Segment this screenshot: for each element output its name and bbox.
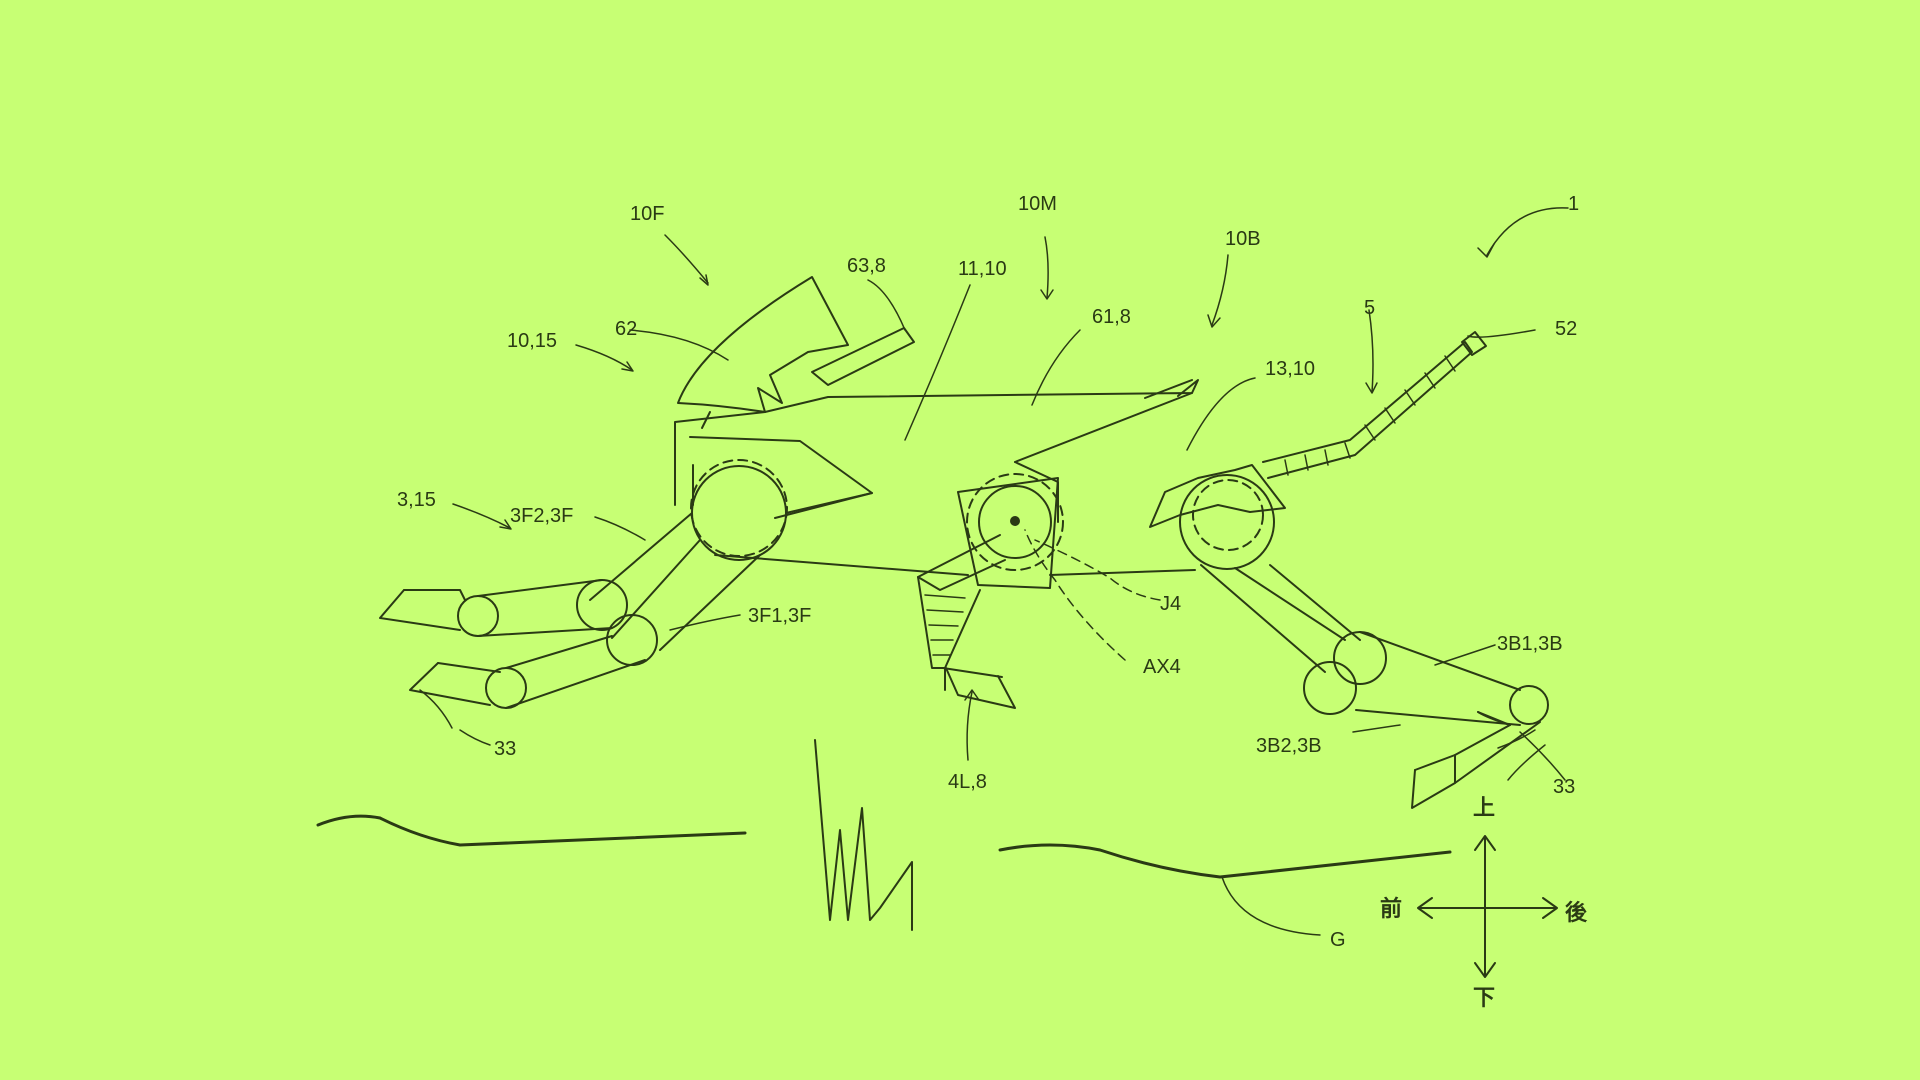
label-62: 62 [615, 318, 637, 340]
rear-body [1149, 464, 1286, 570]
label-3-15: 3,15 [397, 489, 436, 511]
headlight-arm [811, 327, 915, 386]
direction-up-label: 上 [1473, 796, 1495, 821]
direction-indicator [1417, 835, 1558, 978]
center-drive-unit [917, 473, 1064, 591]
label-10B: 10B [1225, 228, 1261, 250]
label-33-front: 33 [494, 738, 516, 760]
direction-front-label: 前 [1380, 896, 1402, 922]
label-10-15: 10,15 [507, 330, 557, 352]
label-10F: 10F [630, 203, 664, 225]
label-61-8: 61,8 [1092, 306, 1131, 328]
label-13-10: 13,10 [1265, 358, 1315, 380]
label-5: 5 [1364, 297, 1375, 319]
label-AX4: AX4 [1143, 656, 1181, 678]
front-cowl [677, 276, 849, 429]
direction-labels: 上 下 前 後 [1380, 796, 1588, 1011]
direction-rear-label: 後 [1565, 900, 1588, 926]
center-leg [917, 576, 1016, 709]
tail-arm [1262, 331, 1487, 479]
main-frame [674, 379, 1199, 576]
axle-point-icon [1010, 516, 1020, 526]
label-G: G [1330, 929, 1346, 951]
label-3B2-3B: 3B2,3B [1256, 735, 1322, 757]
ground-terrain [316, 739, 1452, 931]
label-10M: 10M [1018, 193, 1057, 215]
label-11-10: 11,10 [958, 258, 1007, 280]
label-33-rear: 33 [1553, 776, 1575, 798]
label-J4: J4 [1160, 593, 1181, 615]
label-3F1-3F: 3F1,3F [748, 605, 811, 627]
obstacle [814, 739, 913, 931]
label-63-8: 63,8 [847, 255, 886, 277]
reference-labels: 1 10F 10M 10B 63,8 11,10 62 61,8 10,15 1… [397, 193, 1579, 951]
label-4L-8: 4L,8 [948, 771, 987, 793]
label-3B1-3B: 3B1,3B [1497, 633, 1563, 655]
rear-legs [1200, 564, 1549, 809]
direction-down-label: 下 [1473, 986, 1495, 1011]
label-52: 52 [1555, 318, 1577, 340]
label-3F2-3F: 3F2,3F [510, 505, 573, 527]
front-legs [379, 459, 873, 709]
label-1: 1 [1568, 193, 1579, 215]
leader-lines [419, 207, 1569, 936]
